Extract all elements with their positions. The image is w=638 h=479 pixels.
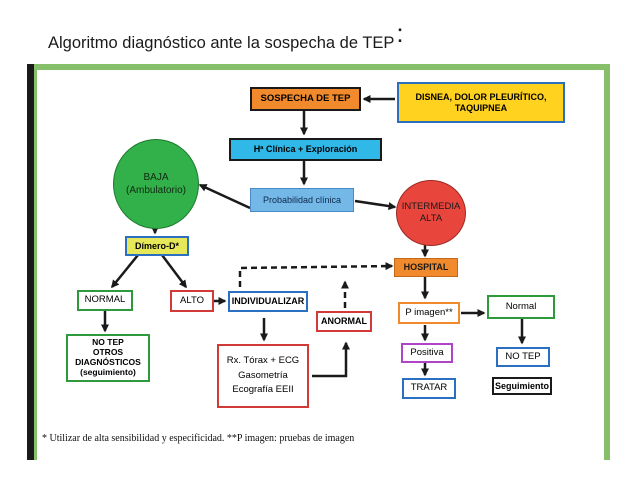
positiva-box: Positiva [401, 343, 453, 363]
rx-ecg-label: Rx. Tórax + ECG [226, 354, 300, 366]
slide-title-text: Algoritmo diagnóstico ante la sospecha d… [48, 34, 395, 52]
clinica-label: Hª Clínica + Exploración [253, 144, 358, 155]
probabilidad-clinica-box: Probabilidad clínica [250, 188, 354, 212]
alto-box: ALTO [170, 290, 214, 312]
baja-circle: BAJA (Ambulatorio) [113, 139, 199, 229]
positiva-label: Positiva [410, 346, 444, 358]
sintomas-label-line2: TAQUIPNEA [454, 102, 508, 113]
arrow-rx-to-anormal [312, 341, 350, 378]
tratar-label: TRATAR [410, 382, 448, 394]
alta-label: ALTA [419, 213, 443, 224]
tratar-box: TRATAR [402, 378, 456, 399]
normal-right-label: Normal [505, 300, 537, 312]
alto-label: ALTO [180, 294, 204, 306]
p-imagen-label: P imagen** [405, 306, 453, 318]
seguimiento-right-label: Seguimiento [494, 380, 549, 391]
arrow-individualizar-to-hospital-dashed [238, 262, 394, 287]
footnote: * Utilizar de alta sensibilidad y especi… [42, 433, 355, 444]
arrow-dimero-to-normal [111, 254, 139, 289]
diagnosticos-label: DIAGNÓSTICOS [75, 357, 141, 367]
individualizar-box: INDIVIDUALIZAR [228, 291, 308, 312]
ecografia-label: Ecografía EEII [232, 384, 294, 396]
no-tep-right-box: NO TEP [496, 347, 550, 367]
sintomas-box: DISNEA, DOLOR PLEURÍTICO, TAQUIPNEA [397, 82, 565, 123]
p-imagen-box: P imagen** [398, 302, 460, 324]
anormal-box: ANORMAL [316, 311, 372, 332]
no-tep-label: NO TEP [92, 337, 124, 348]
slide-title: Algoritmo diagnóstico ante la sospecha d… [48, 18, 404, 55]
normal-box: NORMAL [77, 290, 133, 311]
anormal-label: ANORMAL [321, 316, 367, 327]
baja-sublabel: (Ambulatorio) [125, 185, 187, 196]
seguimiento-label: (seguimiento) [80, 366, 136, 377]
no-tep-right-label: NO TEP [505, 350, 541, 362]
sintomas-label-line1: DISNEA, DOLOR PLEURÍTICO, [415, 92, 547, 103]
gasometria-label: Gasometría [238, 369, 288, 381]
normal-label: NORMAL [84, 294, 126, 306]
sospecha-de-tep-box: SOSPECHA DE TEP [250, 87, 361, 111]
individualizar-label: INDIVIDUALIZAR [231, 296, 305, 307]
diagram-canvas [37, 70, 604, 460]
arrow-probabilidad-to-intermedia [354, 199, 397, 210]
baja-label: BAJA [143, 172, 169, 183]
clinica-box: Hª Clínica + Exploración [229, 138, 382, 161]
normal-right-box: Normal [487, 295, 555, 319]
diagram-frame-left-bar [27, 64, 34, 460]
seguimiento-box: Seguimiento [492, 377, 552, 395]
hospital-box: HOSPITAL [394, 258, 458, 277]
sospecha-de-tep-label: SOSPECHA DE TEP [260, 92, 351, 104]
dimero-d-label: Dímero-D* [134, 240, 179, 251]
probabilidad-clinica-label: Probabilidad clínica [262, 194, 342, 205]
dimero-d-box: Dímero-D* [125, 236, 189, 256]
otros-label: OTROS [92, 347, 124, 358]
title-colon: : [396, 18, 404, 48]
no-tep-otros-box: NO TEP OTROS DIAGNÓSTICOS (seguimiento) [66, 334, 150, 382]
intermedia-label: INTERMEDIA [401, 200, 461, 212]
pruebas-box: Rx. Tórax + ECG Gasometría Ecografía EEI… [217, 344, 309, 408]
arrow-probabilidad-to-baja [198, 183, 251, 210]
intermedia-alta-circle: INTERMEDIA ALTA [396, 180, 466, 246]
hospital-label: HOSPITAL [403, 262, 449, 273]
arrow-dimero-to-alto [161, 254, 187, 289]
